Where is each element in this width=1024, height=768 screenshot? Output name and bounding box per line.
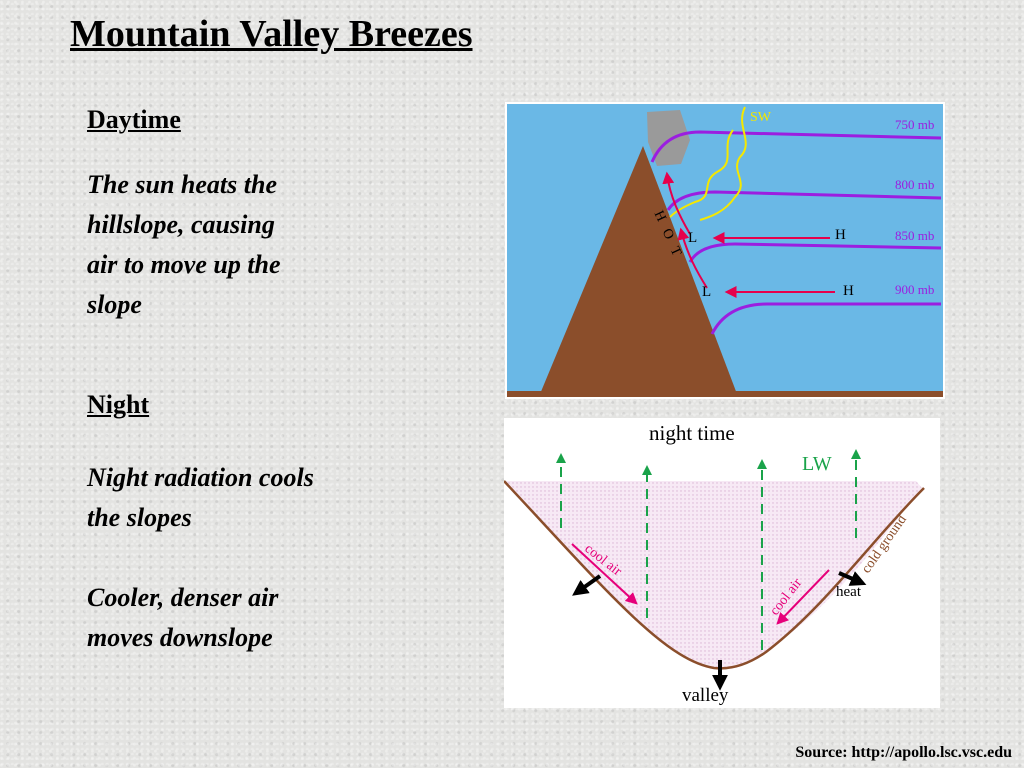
sunshine-ray-2 bbox=[669, 129, 734, 218]
high-pressure-label-lower: H bbox=[843, 283, 854, 299]
night-section: Night Night radiation cools the slopes C… bbox=[87, 390, 417, 658]
slide-title: Mountain Valley Breezes bbox=[70, 13, 473, 55]
low-pressure-label-upper: L bbox=[688, 230, 697, 246]
upslope-flow-2 bbox=[677, 227, 708, 289]
pressure-label-800: 800 mb bbox=[895, 177, 934, 192]
daytime-section: Daytime The sun heats the hillslope, cau… bbox=[87, 105, 417, 325]
pressure-label-900: 900 mb bbox=[895, 282, 934, 297]
night-diagram: night time LW cool air cool air cold gro… bbox=[504, 418, 940, 708]
sunshine-ray-1 bbox=[699, 106, 747, 221]
valley-label: valley bbox=[682, 685, 729, 706]
high-pressure-label-upper: H bbox=[835, 227, 846, 243]
lw-label: LW bbox=[802, 453, 832, 475]
isobar-750 bbox=[650, 130, 942, 163]
pressure-label-750: 750 mb bbox=[895, 117, 934, 132]
pressure-label-850: 850 mb bbox=[895, 228, 934, 243]
heat-arrow-right bbox=[838, 571, 867, 586]
night-para1-line-2: the slopes bbox=[87, 503, 192, 532]
daytime-line-2: hillslope, causing bbox=[87, 210, 275, 239]
mountain bbox=[540, 146, 737, 394]
low-pressure-label-lower: L bbox=[702, 284, 711, 300]
cool-air-pool bbox=[504, 481, 922, 669]
night-para2-line-1: Cooler, denser air bbox=[87, 583, 279, 612]
cool-air-flow-left bbox=[571, 543, 638, 605]
isobar-800 bbox=[666, 190, 942, 211]
night-time-label: night time bbox=[649, 421, 735, 445]
heat-label: heat bbox=[836, 584, 862, 600]
night-heading: Night bbox=[87, 390, 150, 419]
daytime-diagram: SW 750 mb 800 mb 850 mb 900 mb L L H H H… bbox=[505, 102, 945, 399]
valley-ground bbox=[504, 480, 925, 670]
daytime-heading: Daytime bbox=[87, 105, 181, 134]
isobar-900 bbox=[710, 302, 941, 335]
isobar-850 bbox=[688, 242, 942, 263]
night-para2-line-2: moves downslope bbox=[87, 623, 273, 652]
daytime-line-3: air to move up the bbox=[87, 250, 281, 279]
night-para1-line-1: Night radiation cools bbox=[87, 463, 314, 492]
heat-arrow-left bbox=[572, 574, 602, 596]
daytime-line-4: slope bbox=[87, 290, 142, 319]
sw-label: SW bbox=[750, 110, 772, 125]
daytime-line-1: The sun heats the bbox=[87, 170, 277, 199]
cool-air-flow-right bbox=[776, 569, 830, 625]
source-credit: Source: http://apollo.lsc.vsc.edu bbox=[795, 744, 1012, 761]
